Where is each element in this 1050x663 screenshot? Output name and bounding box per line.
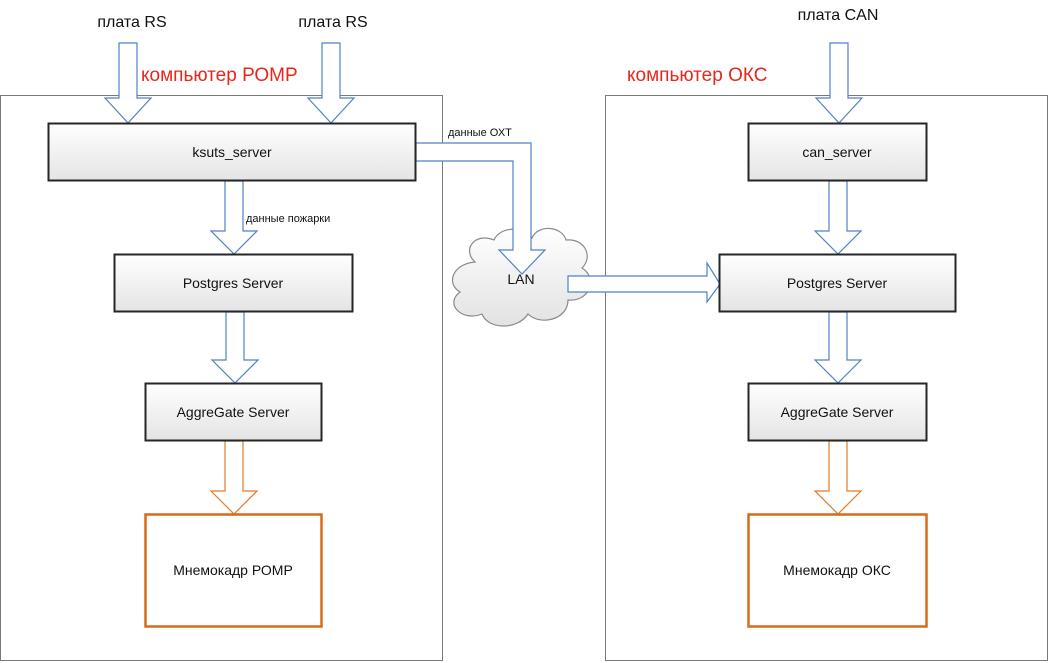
arrow-can — [814, 42, 864, 124]
mnemo-romr-label: Мнемокадр РОМР — [173, 562, 293, 578]
postgres-server-left-box — [113, 253, 354, 313]
arrow-rs-2 — [306, 42, 356, 124]
arrow-postgres-to-aggregate-right — [813, 311, 863, 384]
lan-label: LAN — [507, 271, 534, 287]
ksuts-server-box — [47, 122, 417, 182]
can-server-label: can_server — [802, 144, 872, 160]
postgres-server-left-label: Postgres Server — [183, 275, 284, 291]
arrow-ksuts-to-postgres — [209, 180, 259, 255]
fire-data-label: данные пожарки — [246, 213, 330, 225]
postgres-server-right-label: Postgres Server — [787, 275, 888, 291]
aggregate-server-left-box — [144, 382, 323, 442]
mnemo-romr-box — [144, 513, 323, 628]
arrow-rs-1 — [103, 42, 153, 124]
mnemo-oks-box — [747, 513, 928, 628]
aggregate-server-right-label: AggreGate Server — [781, 404, 894, 420]
input-can-label: плата CAN — [798, 7, 879, 24]
arrow-postgres-to-aggregate-left — [210, 311, 260, 384]
arrow-can-to-postgres — [813, 180, 863, 255]
arrow-aggregate-to-mnemo-left — [209, 440, 259, 515]
can-server-box — [747, 122, 928, 182]
postgres-server-right-box — [718, 253, 957, 313]
computer-romr-title: компьютер РОМР — [141, 65, 298, 86]
arrow-ksuts-to-lan — [415, 142, 547, 275]
ksuts-server-label: ksuts_server — [192, 144, 272, 160]
arrow-aggregate-to-mnemo-right — [813, 440, 863, 515]
aggregate-server-left-label: AggreGate Server — [177, 404, 290, 420]
arrow-lan-to-postgres-right — [567, 260, 721, 304]
input-rs-1-label: плата RS — [97, 14, 166, 31]
oxt-data-label: данные ОХТ — [448, 127, 512, 139]
computer-oks-title: компьютер ОКС — [627, 65, 767, 86]
input-rs-2-label: плата RS — [298, 14, 367, 31]
mnemo-oks-label: Мнемокадр ОКС — [783, 562, 891, 578]
aggregate-server-right-box — [747, 382, 928, 442]
